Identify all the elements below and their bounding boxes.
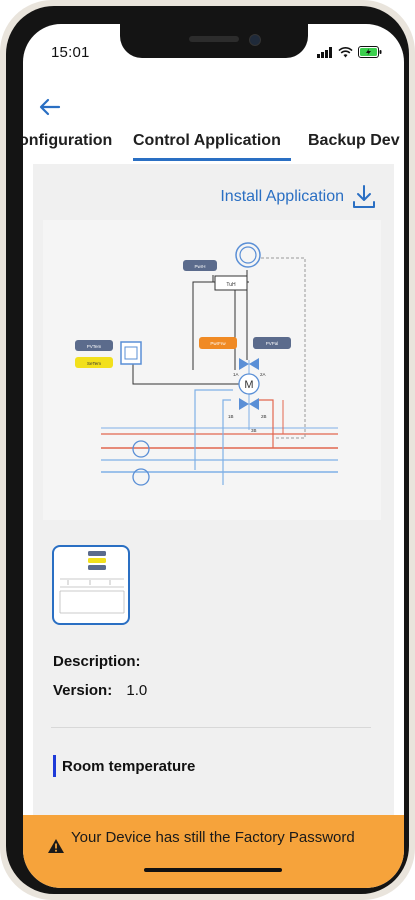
tuh-label: TuH	[226, 282, 236, 288]
phone-bezel: 15:01	[6, 6, 409, 894]
pvtem-box	[75, 340, 113, 351]
status-time: 15:01	[51, 44, 90, 61]
pwm-box	[183, 260, 217, 271]
pump-icon	[235, 242, 261, 268]
install-application-button[interactable]: Install Application	[220, 184, 376, 210]
port-label: 2A	[260, 372, 266, 377]
valve-icon	[239, 358, 259, 370]
pwm-label: PwrH	[195, 264, 206, 269]
wifi-icon	[338, 46, 353, 57]
screen: 15:01	[23, 24, 404, 888]
diagram-thumbnail[interactable]	[52, 545, 130, 625]
valve-icon	[239, 398, 259, 410]
install-application-label: Install Application	[220, 188, 344, 205]
thumbnail-preview	[58, 550, 125, 620]
signal-icon	[317, 46, 332, 58]
pvtem-label: PVTem	[87, 344, 102, 349]
port-label: 1A	[233, 372, 239, 377]
section-title: Room temperature	[62, 757, 196, 775]
tuh-box	[214, 275, 248, 291]
tab-bar: onfiguration Control Application Backup …	[23, 126, 404, 164]
description-label: Description:	[53, 653, 141, 670]
factory-password-banner[interactable]: Your Device has still the Factory Passwo…	[23, 815, 404, 888]
sensor-icon	[120, 341, 142, 365]
setem-label: SeTem	[87, 361, 101, 366]
front-camera	[249, 34, 261, 46]
back-arrow-icon[interactable]	[37, 94, 63, 120]
tab-configuration[interactable]: onfiguration	[23, 132, 113, 149]
room-temperature-section[interactable]: Room temperature	[53, 755, 195, 777]
pwrfrw-box	[199, 337, 237, 349]
motor-icon	[238, 373, 260, 395]
battery-icon	[358, 46, 382, 58]
download-icon	[353, 185, 375, 208]
pump-icon	[132, 468, 150, 486]
pwrfrw-label: PwrFrw	[210, 341, 226, 346]
tab-backup-device[interactable]: Backup Dev	[308, 132, 400, 149]
banner-message: Your Device has still the Factory Passwo…	[71, 829, 355, 846]
section-divider	[51, 727, 371, 728]
pump-icon	[132, 440, 150, 458]
motor-label: M	[244, 379, 253, 391]
version-label: Version:	[53, 682, 113, 699]
tab-control-application[interactable]: Control Application	[133, 132, 281, 149]
status-icons	[317, 46, 382, 58]
pvpal-label: PVPal	[266, 341, 279, 346]
speaker-grille	[189, 36, 239, 42]
port-label: 2B	[261, 414, 267, 419]
setem-box	[75, 357, 113, 368]
notch	[120, 24, 308, 58]
section-accent-bar	[53, 755, 56, 777]
content-area: Install Application	[33, 164, 394, 824]
home-indicator[interactable]	[144, 868, 282, 872]
version-value: 1.0	[126, 682, 148, 699]
active-tab-indicator	[133, 158, 291, 161]
application-diagram: TuH M 1A 2A 1B 2B 3B PwrH PVTem	[43, 220, 381, 520]
port-label: 1B	[228, 414, 234, 419]
pvpal-box	[253, 337, 291, 349]
port-label: 3B	[251, 428, 257, 433]
version-row: Version: 1.0	[53, 682, 147, 699]
pipe-lines	[101, 360, 338, 485]
warning-icon	[48, 839, 64, 853]
